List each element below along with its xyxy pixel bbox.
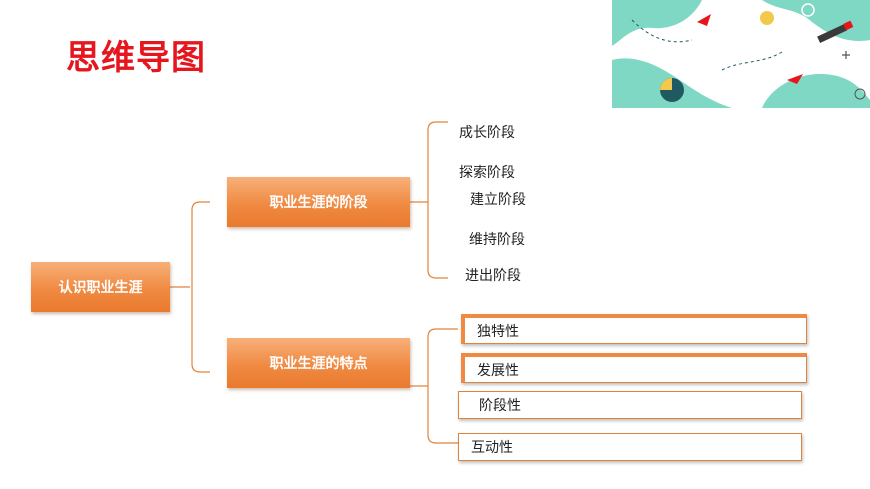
trait-label: 互动性 xyxy=(471,440,513,456)
trait-label: 独特性 xyxy=(477,323,519,340)
leaf-node: 维持阶段 xyxy=(469,232,525,248)
trait-box: 阶段性 xyxy=(458,391,802,419)
trait-label: 阶段性 xyxy=(479,398,521,414)
branch-node-traits: 职业生涯的特点 xyxy=(227,338,410,388)
trait-label: 发展性 xyxy=(477,362,519,379)
leaf-node: 建立阶段 xyxy=(470,192,526,208)
branch-node-stages: 职业生涯的阶段 xyxy=(227,177,410,227)
page-title: 思维导图 xyxy=(66,38,206,78)
leaf-node: 进出阶段 xyxy=(465,268,521,284)
trait-box: 互动性 xyxy=(458,433,802,461)
decorative-banner xyxy=(612,0,870,108)
root-node: 认识职业生涯 xyxy=(31,262,170,312)
leaf-node: 成长阶段 xyxy=(459,125,515,141)
trait-box: 发展性 xyxy=(461,353,807,383)
leaf-node: 探索阶段 xyxy=(459,165,515,181)
trait-box: 独特性 xyxy=(461,314,807,344)
